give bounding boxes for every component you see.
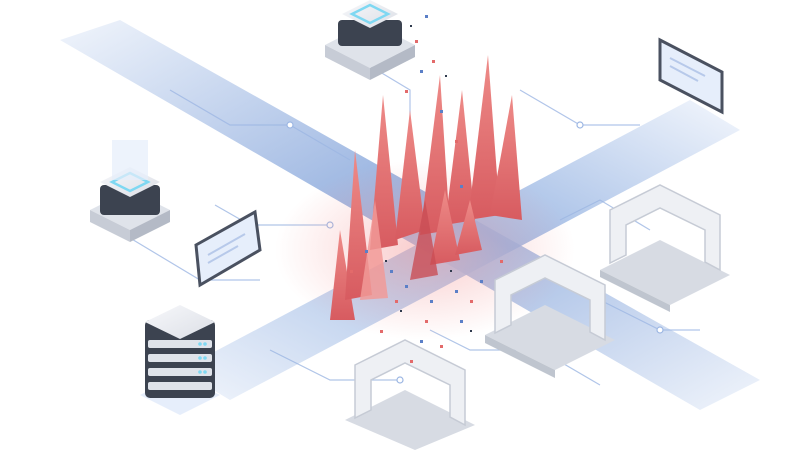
- arch-frame-icon: [485, 254, 615, 378]
- server-stack-icon: [140, 305, 220, 415]
- crack-spikes-icon: [330, 55, 522, 320]
- arch-frame-icon: [600, 184, 730, 312]
- screen-panel-icon: [658, 37, 724, 115]
- device-glow-icon: [90, 140, 170, 242]
- arch-frame-icon: [345, 339, 475, 450]
- screen-panel-icon: [194, 209, 262, 288]
- particle-scatter: [350, 15, 503, 363]
- device-glow-icon: [325, 0, 415, 80]
